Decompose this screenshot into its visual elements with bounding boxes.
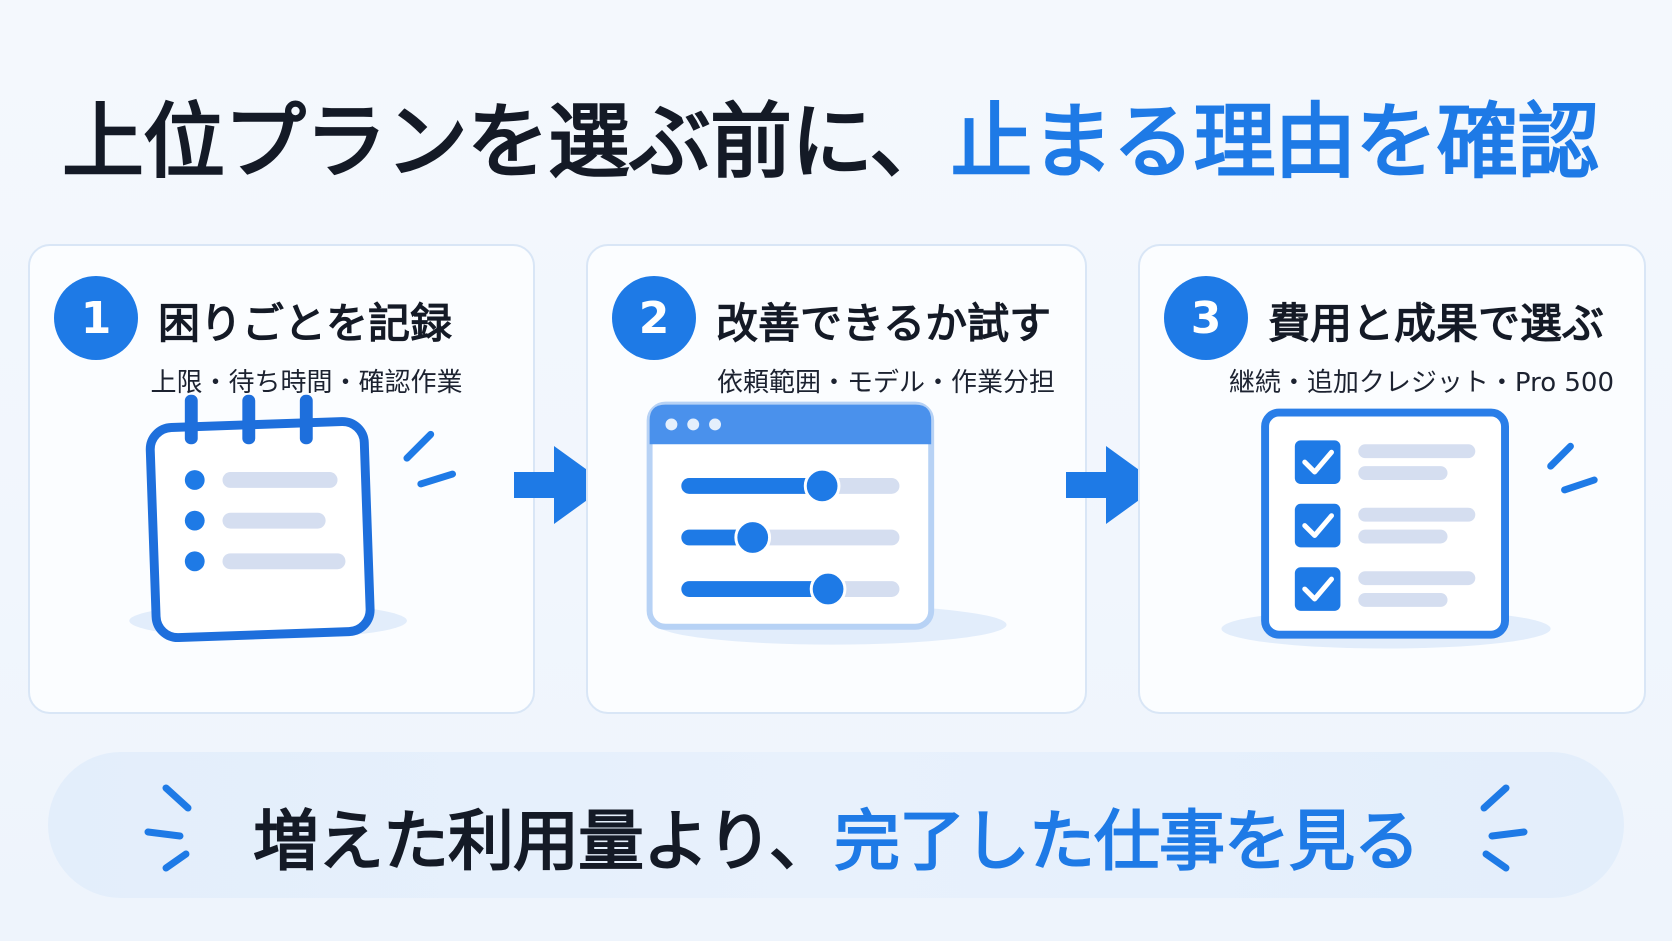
checklist-icon — [1221, 408, 1598, 649]
banner-accent: 完了した仕事を見る — [834, 803, 1420, 880]
settings-sliders-window-icon — [646, 401, 1007, 645]
page-title: 上位プランを選ぶ前に、止まる理由を確認 — [62, 95, 1622, 190]
step-number-2: 2 — [612, 276, 696, 360]
arrow-right-icon — [1066, 446, 1160, 524]
arrow-right-icon — [514, 446, 608, 524]
step-card-1: 1 困りごとを記録 上限・待ち時間・確認作業 — [28, 244, 535, 714]
title-main: 上位プランを選ぶ前に、 — [62, 95, 952, 190]
calendar-list-icon — [129, 394, 457, 643]
summary-banner: 増えた利用量より、完了した仕事を見る — [48, 752, 1624, 898]
step-description-2: 依頼範囲・モデル・作業分担 — [716, 368, 1055, 398]
title-accent: 止まる理由を確認 — [950, 95, 1600, 190]
banner-main: 増えた利用量より、 — [252, 803, 835, 880]
sparkle-icon — [144, 784, 192, 872]
step-title-1: 困りごとを記録 — [158, 299, 453, 348]
step-number-1: 1 — [54, 276, 138, 360]
step-title-2: 改善できるか試す — [716, 299, 1052, 348]
step-card-3: 3 費用と成果で選ぶ 継続・追加クレジット・Pro 500 — [1138, 244, 1646, 714]
step-title-3: 費用と成果で選ぶ — [1268, 299, 1605, 348]
step-number-3: 3 — [1164, 276, 1248, 360]
banner-message: 増えた利用量より、完了した仕事を見る — [48, 788, 1624, 884]
sparkle-icon — [1480, 784, 1528, 872]
step-description-3: 継続・追加クレジット・Pro 500 — [1228, 368, 1614, 398]
step-card-2: 2 改善できるか試す 依頼範囲・モデル・作業分担 — [586, 244, 1087, 714]
step-description-1: 上限・待ち時間・確認作業 — [150, 368, 463, 398]
